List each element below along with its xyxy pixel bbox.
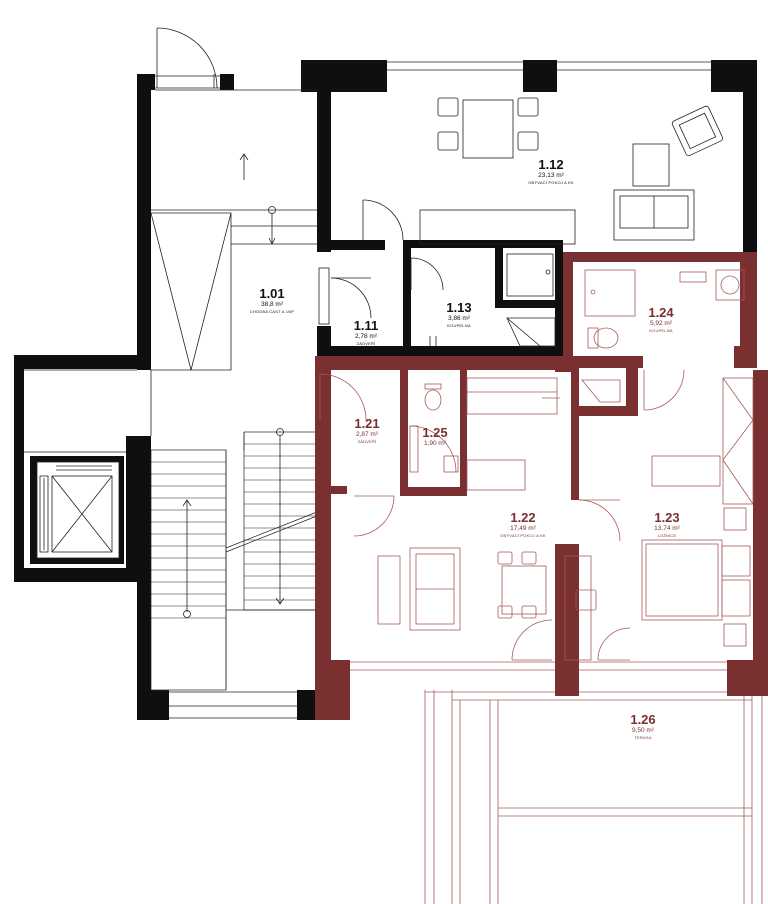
room-area: 5,92 m² — [650, 320, 673, 327]
room-area: 13,74 m² — [654, 525, 680, 532]
room-label-1-11: 1.11 2,78 m² ZÁDVEŘÍ — [354, 318, 379, 346]
room-area: 23,13 m² — [538, 172, 564, 179]
room-number: 1.11 — [354, 318, 379, 333]
room-number: 1.26 — [630, 712, 655, 727]
room-label-1-26: 1.26 9,50 m² TERASA — [630, 712, 655, 740]
room-area: 1,90 m² — [424, 440, 447, 447]
room-name: KOUPELNA — [649, 328, 673, 333]
room-number: 1.22 — [510, 510, 535, 525]
room-label-1-21: 1.21 2,87 m² ZÁDVEŘÍ — [354, 416, 379, 444]
room-name: CHODBA ČAST A 1NP — [250, 309, 294, 314]
room-area: 38,8 m² — [261, 301, 284, 308]
room-number: 1.12 — [538, 157, 563, 172]
common-walls — [14, 60, 757, 720]
stair-steps — [151, 443, 317, 619]
room-number: 1.21 — [354, 416, 379, 431]
room-number: 1.23 — [654, 510, 679, 525]
room-name: OBÝVACÍ POKOJ A KK — [500, 533, 546, 538]
room-number: 1.13 — [446, 300, 471, 315]
room-number: 1.01 — [259, 286, 284, 301]
room-area: 17,49 m² — [510, 525, 536, 532]
unit-furniture — [319, 269, 754, 661]
room-name: ZÁDVEŘÍ — [358, 439, 377, 444]
unit-walls — [315, 252, 768, 720]
room-area: 9,50 m² — [632, 727, 655, 734]
stair-arrows — [182, 428, 285, 618]
room-label-1-12: 1.12 23,13 m² OBÝVACÍ POKOJ A KK — [528, 157, 574, 185]
room-1-11-1-13 — [318, 253, 556, 347]
room-area: 2,87 m² — [356, 431, 379, 438]
room-name: ZÁDVEŘÍ — [357, 341, 376, 346]
room-name: LOŽNICE — [658, 533, 677, 538]
elevator — [24, 369, 137, 564]
room-1-12-furniture — [362, 61, 723, 245]
room-name: OBÝVACÍ POKOJ A KK — [528, 180, 574, 185]
corridor-lines — [150, 75, 317, 719]
room-area: 2,78 m² — [355, 333, 378, 340]
entrance-door — [156, 27, 218, 89]
room-label-1-23: 1.23 13,74 m² LOŽNICE — [654, 510, 680, 538]
room-number: 1.24 — [648, 305, 674, 320]
room-label-1-01: 1.01 38,8 m² CHODBA ČAST A 1NP — [250, 286, 294, 314]
staircase — [150, 431, 318, 691]
room-number: 1.25 — [422, 425, 447, 440]
room-label-1-25: 1.25 1,90 m² — [422, 425, 447, 447]
room-label-1-22: 1.22 17,49 m² OBÝVACÍ POKOJ A KK — [500, 510, 546, 538]
room-name: KOUPELNA — [447, 323, 471, 328]
room-label-1-24: 1.24 5,92 m² KOUPELNA — [648, 305, 674, 333]
room-name: TERASA — [634, 735, 651, 740]
room-area: 3,86 m² — [448, 315, 471, 322]
terrace — [330, 661, 763, 904]
room-label-1-13: 1.13 3,86 m² KOUPELNA — [446, 300, 471, 328]
